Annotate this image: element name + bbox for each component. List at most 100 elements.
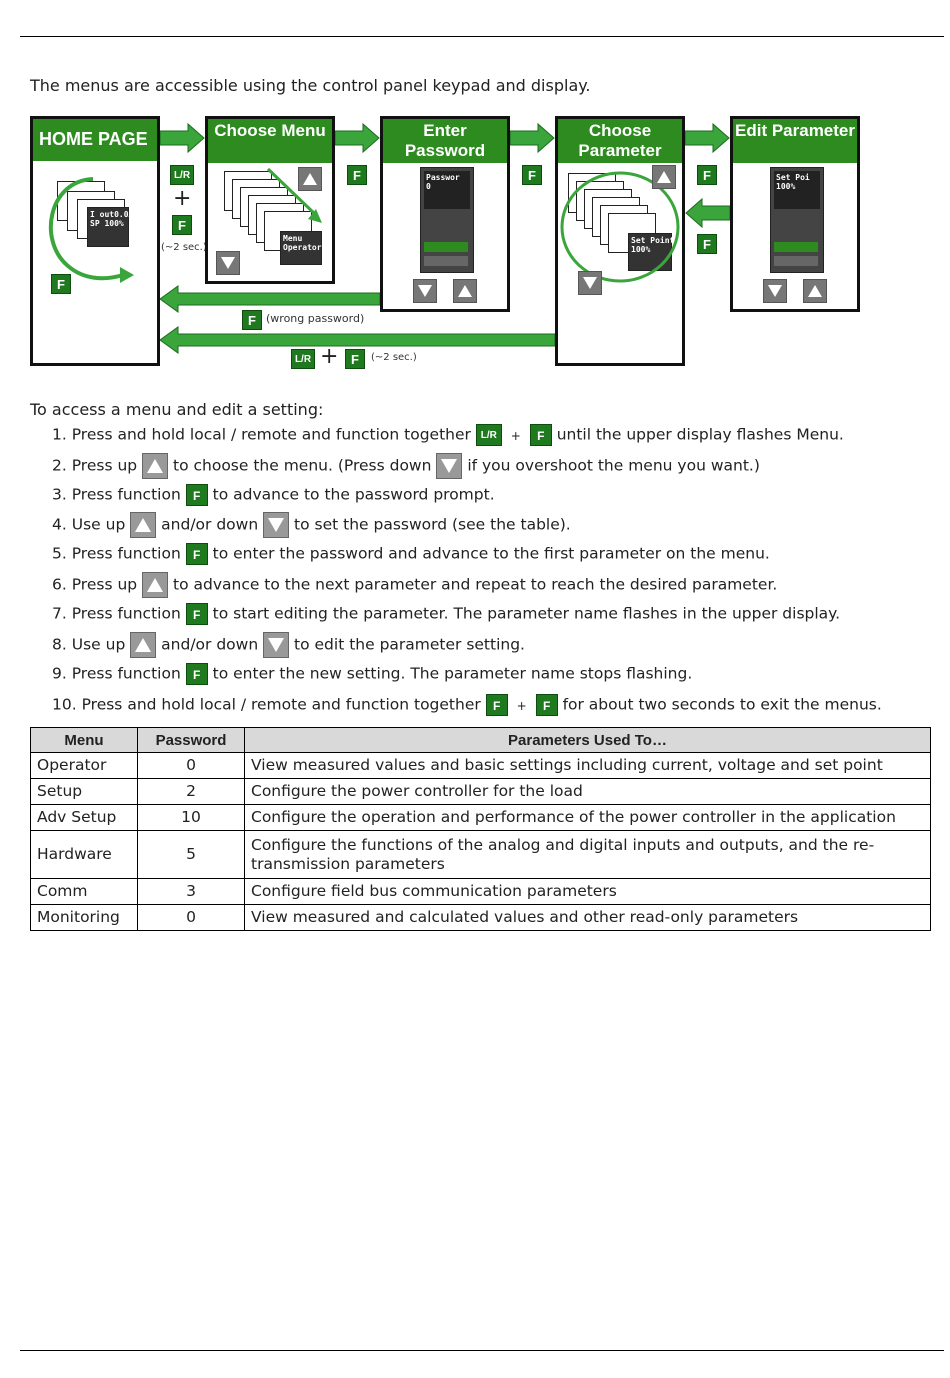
table-row: Hardware 5 Configure the functions of th… bbox=[30, 830, 931, 879]
enter-password-box: Enter Password Passwor 0 bbox=[380, 116, 510, 312]
f-key-wrong-password: F bbox=[242, 310, 262, 330]
top-rule bbox=[20, 36, 944, 37]
password-cell: 2 bbox=[137, 778, 245, 805]
description-cell: Configure field bus communication parame… bbox=[244, 878, 931, 905]
password-cell: 5 bbox=[137, 830, 245, 879]
f-key-edit-to-param: F bbox=[697, 234, 717, 254]
f-key-icon: F bbox=[185, 603, 208, 625]
menu-cell: Monitoring bbox=[30, 904, 138, 931]
choose-menu-title: Choose Menu bbox=[208, 119, 332, 163]
col-header-password: Password bbox=[137, 727, 245, 753]
device-keys bbox=[424, 242, 468, 252]
description-cell: View measured and calculated values and … bbox=[244, 904, 931, 931]
choose-menu-box: Choose Menu Menu Operator bbox=[205, 116, 335, 284]
param-screen: Set Point 100% bbox=[628, 233, 674, 271]
password-cell: 0 bbox=[137, 752, 245, 779]
intro-text: The menus are accessible using the contr… bbox=[30, 76, 591, 95]
edit-device: Set Poi 100% bbox=[770, 167, 824, 273]
password-down-key bbox=[413, 279, 437, 303]
edit-screen: Set Poi 100% bbox=[774, 171, 820, 209]
step-10: 10. Press and hold local / remote and fu… bbox=[52, 694, 882, 716]
password-screen: Passwor 0 bbox=[424, 171, 470, 209]
edit-device-keys bbox=[774, 242, 818, 252]
menu-screen: Menu Operator bbox=[280, 231, 322, 265]
up-key-icon bbox=[142, 453, 169, 479]
menu-cell: Adv Setup bbox=[30, 804, 138, 831]
hold-note: (~2 sec.) bbox=[161, 242, 207, 253]
menu-diagonal-arrow bbox=[266, 167, 322, 223]
up-key-icon bbox=[142, 572, 169, 598]
menu-cell: Operator bbox=[30, 752, 138, 779]
hold-note-exit: (~2 sec.) bbox=[371, 352, 417, 363]
choose-parameter-box: Choose Parameter Set Point 100% bbox=[555, 116, 685, 366]
param-up-key bbox=[652, 165, 676, 189]
down-key-icon bbox=[263, 512, 290, 538]
param-down-key bbox=[578, 271, 602, 295]
step-7: 7. Press function F to start editing the… bbox=[52, 603, 840, 625]
menu-cell: Comm bbox=[30, 878, 138, 905]
step-9: 9. Press function F to enter the new set… bbox=[52, 663, 692, 685]
f-key-icon: F bbox=[185, 543, 208, 565]
edit-parameter-title: Edit Parameter bbox=[733, 119, 857, 163]
edit-down-key bbox=[763, 279, 787, 303]
table-row: Monitoring 0 View measured and calculate… bbox=[30, 904, 931, 931]
steps-title: To access a menu and edit a setting: bbox=[30, 400, 324, 419]
menu-cell: Hardware bbox=[30, 830, 138, 879]
password-cell: 0 bbox=[137, 904, 245, 931]
step-3: 3. Press function F to advance to the pa… bbox=[52, 484, 495, 506]
up-key-icon bbox=[130, 632, 157, 658]
step-1: 1. Press and hold local / remote and fun… bbox=[52, 424, 844, 446]
lr-key-icon: L/R bbox=[475, 424, 502, 446]
lr-key-exit: L/R bbox=[291, 349, 315, 369]
f-key-icon: F bbox=[485, 694, 508, 716]
home-cycle-arrow bbox=[48, 177, 134, 283]
home-page-box: HOME PAGE I out0.0A SP 100% F bbox=[30, 116, 160, 366]
f-key-icon: F bbox=[185, 484, 208, 506]
step-8: 8. Use up and/or down to edit the parame… bbox=[52, 632, 525, 658]
f-key-password-to-param: F bbox=[522, 165, 542, 185]
step-4: 4. Use up and/or down to set the passwor… bbox=[52, 512, 571, 538]
plus-sign-exit: + bbox=[320, 344, 339, 369]
description-cell: Configure the power controller for the l… bbox=[244, 778, 931, 805]
device-arrows bbox=[424, 256, 468, 266]
flow-arrows bbox=[159, 122, 731, 354]
lr-key: L/R bbox=[170, 165, 194, 185]
f-key-exit: F bbox=[345, 349, 365, 369]
step-6: 6. Press up to advance to the next param… bbox=[52, 572, 777, 598]
menu-down-key bbox=[216, 251, 240, 275]
col-header-parameters: Parameters Used To… bbox=[244, 727, 931, 753]
plus-sign: + bbox=[173, 186, 192, 211]
table-row: Comm 3 Configure field bus communication… bbox=[30, 878, 931, 905]
edit-up-key bbox=[803, 279, 827, 303]
description-cell: Configure the operation and performance … bbox=[244, 804, 931, 831]
f-key-icon: F bbox=[529, 424, 552, 446]
table-row: Adv Setup 10 Configure the operation and… bbox=[30, 804, 931, 831]
param-cycle-arrow bbox=[560, 171, 680, 283]
down-key-icon bbox=[263, 632, 290, 658]
step-5: 5. Press function F to enter the passwor… bbox=[52, 543, 770, 565]
password-up-key bbox=[453, 279, 477, 303]
bottom-rule bbox=[20, 1350, 944, 1351]
table-row: Operator 0 View measured values and basi… bbox=[30, 752, 931, 779]
step-2: 2. Press up to choose the menu. (Press d… bbox=[52, 453, 760, 479]
down-key-icon bbox=[436, 453, 463, 479]
f-key-open: F bbox=[172, 215, 192, 235]
home-screen: I out0.0A SP 100% bbox=[87, 207, 133, 247]
menu-cell: Setup bbox=[30, 778, 138, 805]
f-key-icon: F bbox=[535, 694, 558, 716]
choose-parameter-title: Choose Parameter bbox=[558, 119, 682, 163]
home-page-title: HOME PAGE bbox=[33, 119, 157, 161]
password-cell: 10 bbox=[137, 804, 245, 831]
password-cell: 3 bbox=[137, 878, 245, 905]
edit-parameter-box: Edit Parameter Set Poi 100% bbox=[730, 116, 860, 312]
description-cell: View measured values and basic settings … bbox=[244, 752, 931, 779]
up-key-icon bbox=[130, 512, 157, 538]
table-header-row: Menu Password Parameters Used To… bbox=[30, 727, 931, 753]
home-f-key: F bbox=[51, 274, 71, 294]
edit-device-arrows bbox=[774, 256, 818, 266]
password-device: Passwor 0 bbox=[420, 167, 474, 273]
col-header-menu: Menu bbox=[30, 727, 138, 753]
table-row: Setup 2 Configure the power controller f… bbox=[30, 778, 931, 805]
f-key-icon: F bbox=[185, 663, 208, 685]
f-key-param-to-edit: F bbox=[697, 165, 717, 185]
